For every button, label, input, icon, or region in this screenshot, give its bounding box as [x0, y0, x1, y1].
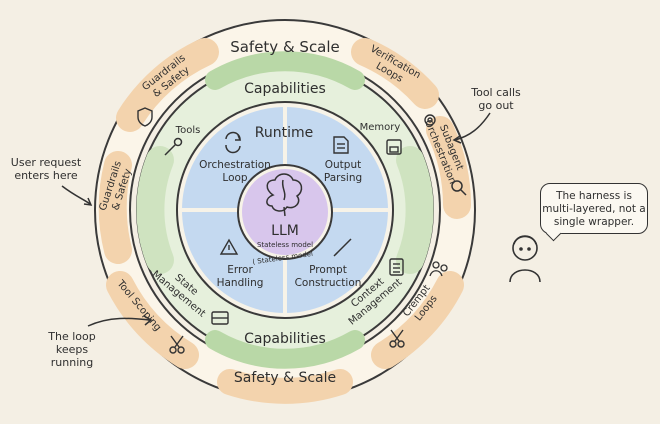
arrow-loop	[87, 315, 153, 327]
core-label: LLM	[271, 223, 299, 239]
outer-title-top: Safety & Scale	[230, 38, 340, 56]
person-icon	[509, 235, 541, 283]
annotation-user-request: User request enters here	[10, 156, 82, 182]
middle-item-memory: Memory	[360, 122, 401, 133]
inner-item-prompt-2: Construction	[295, 277, 362, 289]
annotation-tool-calls: Tool calls go out	[471, 86, 521, 112]
core-sub-1: Stateless model	[257, 241, 313, 249]
inner-item-orchestration-2: Loop	[222, 172, 248, 184]
warning-icon	[219, 238, 239, 255]
annotation-loop: The loop keeps running	[48, 330, 96, 369]
middle-title-top: Capabilities	[244, 81, 326, 97]
outer-title-bottom: Safety & Scale	[234, 370, 336, 386]
scissors-icon	[169, 335, 185, 354]
people-icon	[429, 261, 448, 277]
gear-icon	[424, 114, 436, 126]
brain-icon	[266, 173, 303, 217]
inner-item-prompt-1: Prompt	[309, 264, 347, 276]
magnifier-icon	[451, 180, 467, 196]
floppy-icon	[386, 139, 402, 155]
middle-band-right	[396, 146, 434, 274]
speech-bubble: The harness is multi-layered, not a sing…	[540, 183, 648, 234]
inner-title: Runtime	[255, 125, 313, 141]
inner-item-orchestration-1: Orchestration	[199, 159, 271, 171]
inner-item-error-2: Handling	[217, 277, 264, 289]
refresh-icon	[225, 131, 242, 154]
arrow-tool-calls	[452, 112, 491, 144]
document-icon	[333, 136, 349, 154]
middle-title-bottom: Capabilities	[244, 331, 326, 347]
middle-band-bottom	[205, 330, 365, 369]
pencil-icon	[333, 238, 352, 257]
inner-item-error-1: Error	[227, 264, 253, 276]
middle-band-top	[205, 51, 365, 90]
outer-pill-top-left	[116, 38, 219, 132]
inner-item-output-1: Output	[325, 159, 361, 171]
middle-band-left	[136, 146, 174, 274]
wrench-icon	[164, 137, 183, 156]
outer-pill-bottom	[217, 369, 353, 404]
tray-icon	[211, 311, 229, 325]
middle-item-tools: Tools	[175, 125, 201, 136]
outer-pill-top-right	[351, 38, 439, 109]
shield-icon	[137, 107, 153, 127]
clipboard-icon	[389, 258, 404, 276]
scissors-icon	[389, 329, 405, 348]
outer-pill-right	[426, 116, 471, 219]
inner-item-output-2: Parsing	[324, 172, 362, 184]
arrow-user-request	[61, 185, 93, 206]
outer-pill-left	[98, 151, 132, 264]
outer-pill-bottom-right	[371, 271, 464, 369]
